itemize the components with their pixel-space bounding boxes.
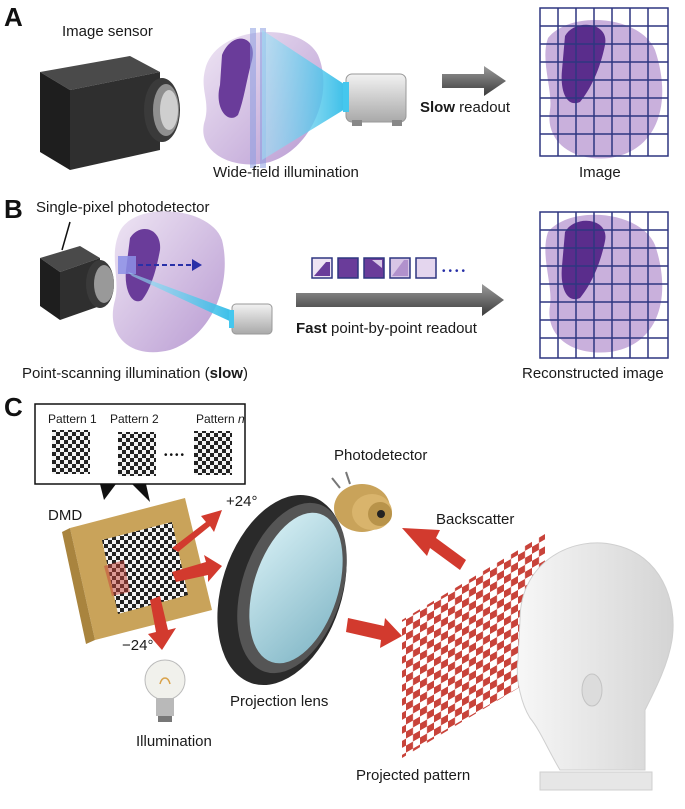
minus-24-label: −24° xyxy=(122,637,153,654)
image-grid-b xyxy=(539,211,669,359)
pixel-stream-dots: •••• xyxy=(442,266,468,277)
projector-b xyxy=(229,303,273,335)
backscatter-arrow xyxy=(402,528,466,570)
fast-readout-label: Fast point-by-point readout xyxy=(296,320,478,337)
illumination-arrows xyxy=(148,510,402,650)
reconstructed-image-label: Reconstructed image xyxy=(522,365,664,382)
scan-direction-arrowhead xyxy=(192,259,202,271)
slow-readout-arrow xyxy=(442,66,506,96)
head-mannequin xyxy=(516,542,674,791)
panel-c-letter: C xyxy=(4,392,23,422)
point-scan-beam xyxy=(128,272,236,324)
projector-a xyxy=(343,73,407,126)
pattern-1-image xyxy=(52,430,90,474)
projected-pattern xyxy=(402,534,545,758)
wide-field-illumination-label: Wide-field illumination xyxy=(213,164,359,181)
image-sensor-label: Image sensor xyxy=(62,23,153,40)
pixel-readout-stream xyxy=(311,257,437,279)
pattern-n-label: Pattern n xyxy=(196,412,245,426)
image-grid-a xyxy=(539,7,669,159)
panel-b-letter: B xyxy=(4,194,23,224)
pattern-n-image xyxy=(194,431,232,475)
pattern-2-image xyxy=(118,432,156,476)
projection-lens xyxy=(217,494,347,686)
backscatter-label: Backscatter xyxy=(436,511,514,528)
pattern-ellipsis: •••• xyxy=(164,450,186,461)
pattern-2-label: Pattern 2 xyxy=(110,412,159,426)
projection-lens-label: Projection lens xyxy=(230,693,328,710)
panel-a-letter: A xyxy=(4,2,23,32)
image-sensor-camera xyxy=(40,56,180,170)
projected-pattern-label: Projected pattern xyxy=(356,767,470,784)
illumination-bulb xyxy=(144,659,186,722)
plus-24-label: +24° xyxy=(226,493,257,510)
pattern-1-label: Pattern 1 xyxy=(48,412,97,426)
dmd-label: DMD xyxy=(48,507,82,524)
point-scanning-label: Point-scanning illumination (slow) xyxy=(22,365,248,382)
image-label: Image xyxy=(579,164,621,181)
fast-readout-arrow xyxy=(296,284,504,316)
dmd-device xyxy=(62,498,212,644)
wide-field-beam xyxy=(262,30,350,160)
photodetector-label: Photodetector xyxy=(334,447,427,464)
slow-readout-label: Slow readout xyxy=(420,99,511,116)
photodetector-device xyxy=(331,471,392,532)
illumination-label: Illumination xyxy=(136,733,212,750)
single-pixel-detector xyxy=(40,246,114,320)
detector-pointer-line xyxy=(61,221,71,251)
tissue-sample-b xyxy=(112,211,225,353)
